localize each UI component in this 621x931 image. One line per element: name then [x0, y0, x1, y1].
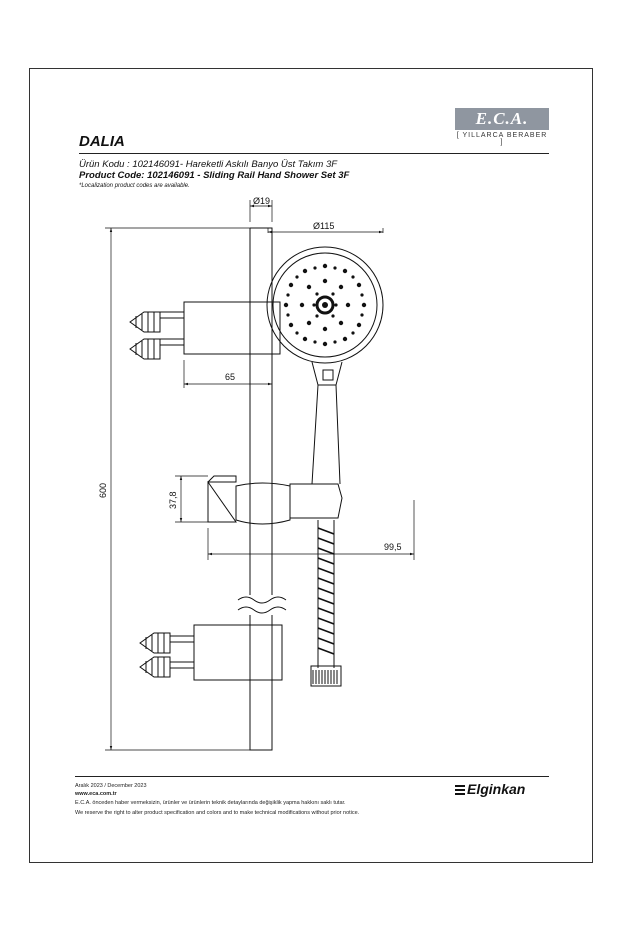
- handle-button: [322, 369, 334, 381]
- spray-nozzles: [283, 263, 367, 347]
- dim-head-diameter: Ø115: [313, 221, 334, 231]
- hose: [317, 520, 335, 668]
- footer-date: Aralık 2023 / December 2023: [75, 783, 147, 789]
- dim-slider-depth: 99,5: [384, 542, 402, 552]
- disclaimer-en: We reserve the right to alter product sp…: [75, 810, 360, 816]
- eca-logo-text: E.C.A.: [475, 109, 529, 128]
- top-bracket-pins: [160, 311, 184, 346]
- rail-bottom-segment: [249, 615, 273, 751]
- bottom-anchor-1: [139, 632, 171, 654]
- footer-website: www.eca.com.tr: [75, 791, 117, 797]
- product-code-tr: Ürün Kodu : 102146091- Hareketli Askılı …: [79, 159, 338, 170]
- head-neck: [311, 361, 343, 386]
- product-code-en: Product Code: 102146091 - Sliding Rail H…: [79, 170, 350, 181]
- elginkan-logo: Elginkan: [455, 781, 525, 797]
- document-sheet: [29, 68, 593, 863]
- break-line-1: [237, 596, 287, 604]
- slider-holder: [289, 483, 343, 519]
- product-outline: [129, 227, 384, 751]
- model-name: DALIA: [79, 133, 125, 150]
- top-anchor-2: [129, 338, 161, 360]
- bottom-bracket: [193, 624, 283, 681]
- rail-top-segment: [249, 227, 273, 595]
- dim-rail-diameter: Ø19: [253, 196, 270, 206]
- shower-head: [266, 246, 384, 364]
- break-line-2: [237, 606, 287, 614]
- handle: [311, 384, 341, 485]
- dim-total-height: 600: [98, 483, 108, 498]
- top-bracket: [183, 301, 281, 355]
- top-anchor-1: [129, 311, 161, 333]
- elginkan-logo-icon: [455, 785, 465, 795]
- localization-note: *Localization product codes are availabl…: [79, 183, 190, 189]
- eca-logo-badge: E.C.A.: [455, 108, 549, 130]
- bottom-anchor-2: [139, 656, 171, 678]
- eca-slogan: [ YILLARCA BERABER ]: [456, 132, 548, 146]
- bottom-bracket-pins: [170, 635, 194, 669]
- brand-name: Elginkan: [467, 781, 526, 797]
- dim-slider-height: 37,8: [168, 491, 178, 509]
- disclaimer-tr: E.C.A. önceden haber vermeksizin, ürünle…: [75, 800, 346, 806]
- dim-wall-offset: 65: [225, 372, 235, 382]
- eca-logo: E.C.A. [ YILLARCA BERABER ]: [455, 108, 549, 146]
- dimension-lines: [105, 200, 415, 751]
- slider-body: [235, 482, 291, 525]
- footer-rule: [75, 776, 549, 777]
- title-rule: [79, 153, 549, 154]
- slider-knob: [207, 475, 237, 523]
- hose-nut: [310, 665, 342, 687]
